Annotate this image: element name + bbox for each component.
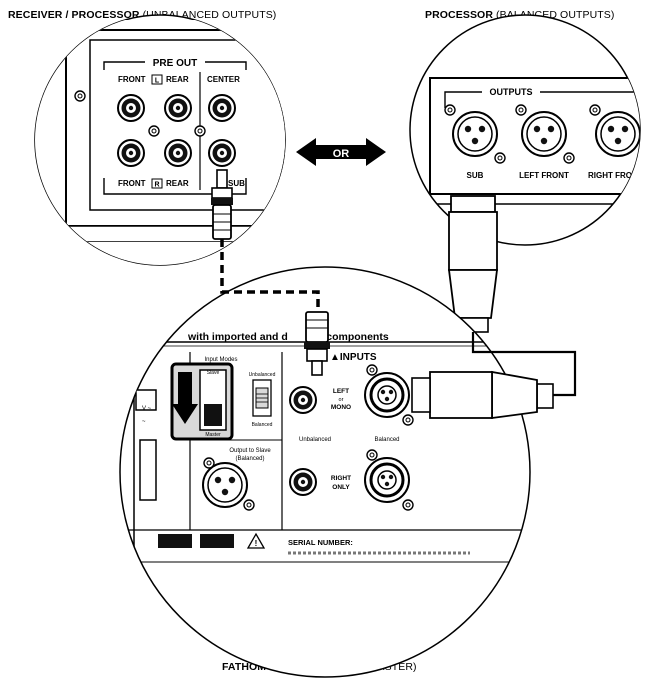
- sub-label: SUB: [228, 179, 245, 188]
- unbalanced-switch-label: Unbalanced: [249, 372, 276, 378]
- balanced-cable: [471, 332, 577, 397]
- front-left-jack: [117, 94, 145, 122]
- xlr-plug: [411, 370, 554, 420]
- left-mono-rca-input: [289, 386, 317, 414]
- left-balanced-input: [363, 371, 411, 419]
- unbalanced-cable: [220, 239, 320, 318]
- balanced-switch-label: Balanced: [252, 422, 273, 428]
- left-front-label: LEFT FRONT: [519, 171, 569, 180]
- rear-right-jack: [164, 139, 192, 167]
- right-front-label: RIGHT FRO: [588, 171, 632, 180]
- panel-screw: [148, 125, 160, 137]
- rear-left-jack: [164, 94, 192, 122]
- panel-screw: [589, 104, 601, 116]
- front-right-jack: [117, 139, 145, 167]
- serial-number-label: SERIAL NUMBER:: [288, 538, 353, 547]
- or-small-label: or: [339, 397, 344, 403]
- fathom-header-text: with imported and d stic components: [187, 331, 389, 343]
- front-top-label: FRONT: [118, 75, 146, 84]
- inputs-title: ▲INPUTS: [330, 352, 377, 363]
- panel-screw: [203, 457, 215, 469]
- rear-bottom-label: REAR: [166, 179, 189, 188]
- center-label: CENTER: [207, 75, 240, 84]
- or-arrow: OR: [296, 138, 386, 166]
- output-to-slave-balanced-label: (Balanced): [235, 456, 264, 462]
- center-jack: [208, 94, 236, 122]
- panel-screw: [194, 125, 206, 137]
- sub-output-label: SUB: [467, 171, 484, 180]
- sub-jack: [208, 139, 236, 167]
- panel-screw: [402, 414, 414, 426]
- rca-plug: [304, 311, 330, 376]
- chassis-screw: [74, 90, 86, 102]
- processor-caption-bold: PROCESSOR: [425, 9, 493, 21]
- receiver-panel: PRE OUT FRONT L REAR CENTER FRONT R REAR…: [34, 14, 286, 266]
- panel-screw: [402, 499, 414, 511]
- mono-label: MONO: [331, 404, 351, 411]
- outputs-title: OUTPUTS: [489, 87, 532, 97]
- side-mark: V ~: [142, 406, 152, 412]
- fathom-panel: V ~ ~: [119, 266, 531, 678]
- warning-icon: !: [255, 539, 258, 548]
- sub-xlr-jack: [452, 111, 498, 157]
- panel-screw: [366, 364, 378, 376]
- master-label: Master: [205, 432, 221, 438]
- panel-screw: [444, 104, 456, 116]
- pre-out-title: PRE OUT: [153, 58, 197, 69]
- rear-top-label: REAR: [166, 75, 189, 84]
- or-label: OR: [333, 148, 350, 160]
- receiver-caption: RECEIVER / PROCESSOR (UNBALANCED OUTPUTS…: [8, 9, 276, 21]
- panel-screw: [366, 449, 378, 461]
- input-modes-label: Input Modes: [204, 357, 237, 363]
- right-balanced-input: [363, 456, 411, 504]
- right-front-xlr-jack: [595, 111, 640, 157]
- left-front-xlr-jack: [521, 111, 567, 157]
- unbalanced-label: Unbalanced: [299, 437, 331, 443]
- panel-screw: [563, 152, 575, 164]
- side-mark: ~: [142, 419, 146, 425]
- right-label: RIGHT: [331, 475, 351, 482]
- r-badge: R: [154, 182, 159, 189]
- panel-screw: [515, 104, 527, 116]
- right-only-rca-input: [289, 468, 317, 496]
- receiver-caption-bold: RECEIVER / PROCESSOR: [8, 9, 140, 21]
- l-badge: L: [155, 78, 160, 85]
- slave-label: Slave: [207, 370, 220, 376]
- panel-screw: [243, 499, 255, 511]
- output-to-slave-xlr: [202, 462, 248, 508]
- front-bottom-label: FRONT: [118, 179, 146, 188]
- output-to-slave-label: Output to Slave: [229, 448, 271, 454]
- processor-panel: RIGHT FRO OUTPUTS SUB LEFT FRONT: [409, 14, 641, 333]
- left-label: LEFT: [333, 388, 349, 395]
- only-label: ONLY: [332, 484, 350, 491]
- balanced-label: Balanced: [374, 437, 399, 443]
- panel-screw: [494, 152, 506, 164]
